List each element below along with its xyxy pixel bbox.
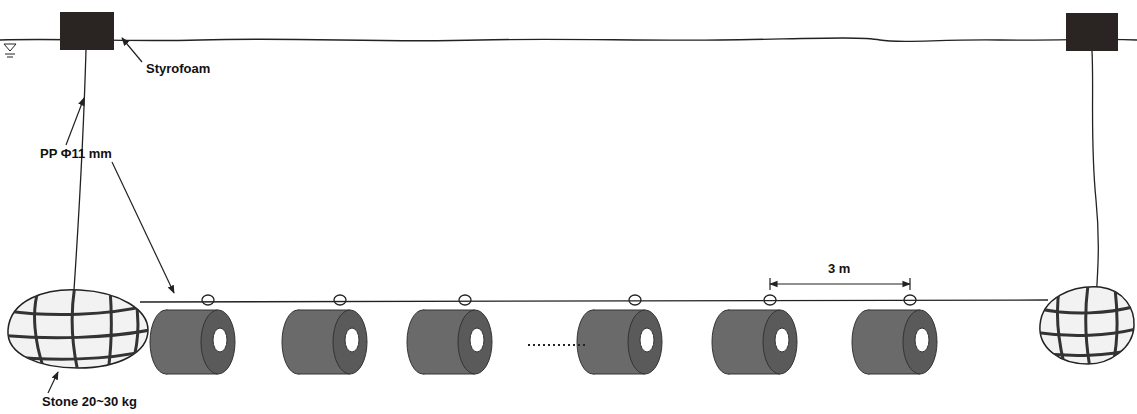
- styrofoam-float: [1066, 13, 1118, 51]
- stone-net: [0, 285, 150, 372]
- leader-line: [48, 372, 58, 393]
- callout-label: 3 m: [828, 262, 850, 276]
- pot: [282, 295, 367, 374]
- pot: [577, 295, 662, 374]
- callout-label: Stone 20~30 kg: [42, 395, 137, 409]
- main-line: [140, 300, 1048, 302]
- pot-row: [150, 295, 937, 374]
- pot: [852, 295, 937, 374]
- leader-line: [66, 98, 84, 145]
- styrofoam-float: [60, 12, 114, 50]
- dimension-line: [770, 283, 910, 284]
- pot: [150, 295, 235, 374]
- callout-label: Styrofoam: [146, 62, 210, 76]
- float-rope: [68, 50, 86, 330]
- pot: [407, 295, 492, 374]
- dimension-tick: [770, 278, 910, 290]
- leader-line: [122, 38, 142, 62]
- water-surface: [0, 38, 1137, 42]
- leader-line: [112, 162, 174, 293]
- stone-net: [1035, 285, 1137, 368]
- pot: [712, 295, 797, 374]
- float-rope: [1092, 51, 1098, 300]
- callout-label: PP Φ11 mm: [40, 147, 112, 161]
- water-level-symbol: [4, 44, 16, 57]
- continuation-dots: [528, 344, 588, 346]
